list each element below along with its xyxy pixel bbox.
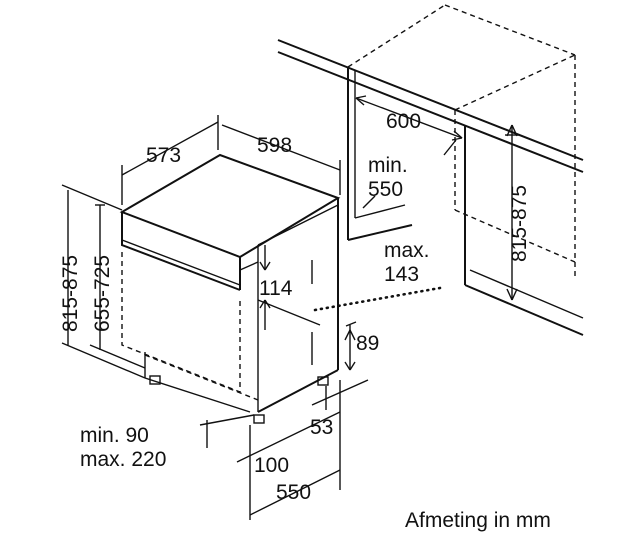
outer-height-dimension: [61, 184, 146, 379]
plinth-max-label: max. 220: [80, 448, 166, 471]
niche-depth-min-value: 550: [368, 178, 403, 201]
units-caption: Afmeting in mm: [405, 509, 551, 532]
niche-height-dimension: [505, 124, 519, 301]
inner-height-dimension: [89, 204, 146, 369]
foot-offset-label: 53: [310, 416, 333, 439]
foot-height-label: 89: [356, 332, 379, 355]
plinth-min-label: min. 90: [80, 424, 149, 447]
top-depth-label: 573: [146, 144, 181, 167]
opening-max-label: max.: [384, 239, 430, 262]
niche-depth-dimension: [362, 139, 457, 209]
niche-width-dimension: [355, 95, 463, 141]
top-width-dimension: [221, 124, 341, 195]
installation-niche: [277, 4, 584, 336]
foot-height-dimension: [344, 321, 357, 371]
plinth-height-dimension: [199, 414, 255, 448]
dishwasher-body: [119, 153, 341, 424]
niche-width-label: 600: [386, 110, 421, 133]
opening-max-value: 143: [384, 263, 419, 286]
panel-gap-dimension: [257, 245, 321, 330]
bottom-depth-dimension: [236, 380, 341, 520]
inner-height-label: 655-725: [91, 255, 114, 332]
outer-height-label: 815-875: [59, 255, 82, 332]
opening-max-leader: [311, 286, 442, 365]
niche-height-label: 815-875: [508, 185, 531, 262]
plinth-depth-label: 100: [254, 454, 289, 477]
top-width-label: 598: [257, 134, 292, 157]
niche-depth-min-label: min.: [368, 154, 408, 177]
panel-gap-label: 114: [259, 277, 293, 300]
top-depth-dimension: [121, 115, 219, 205]
bottom-depth-label: 550: [276, 481, 311, 504]
